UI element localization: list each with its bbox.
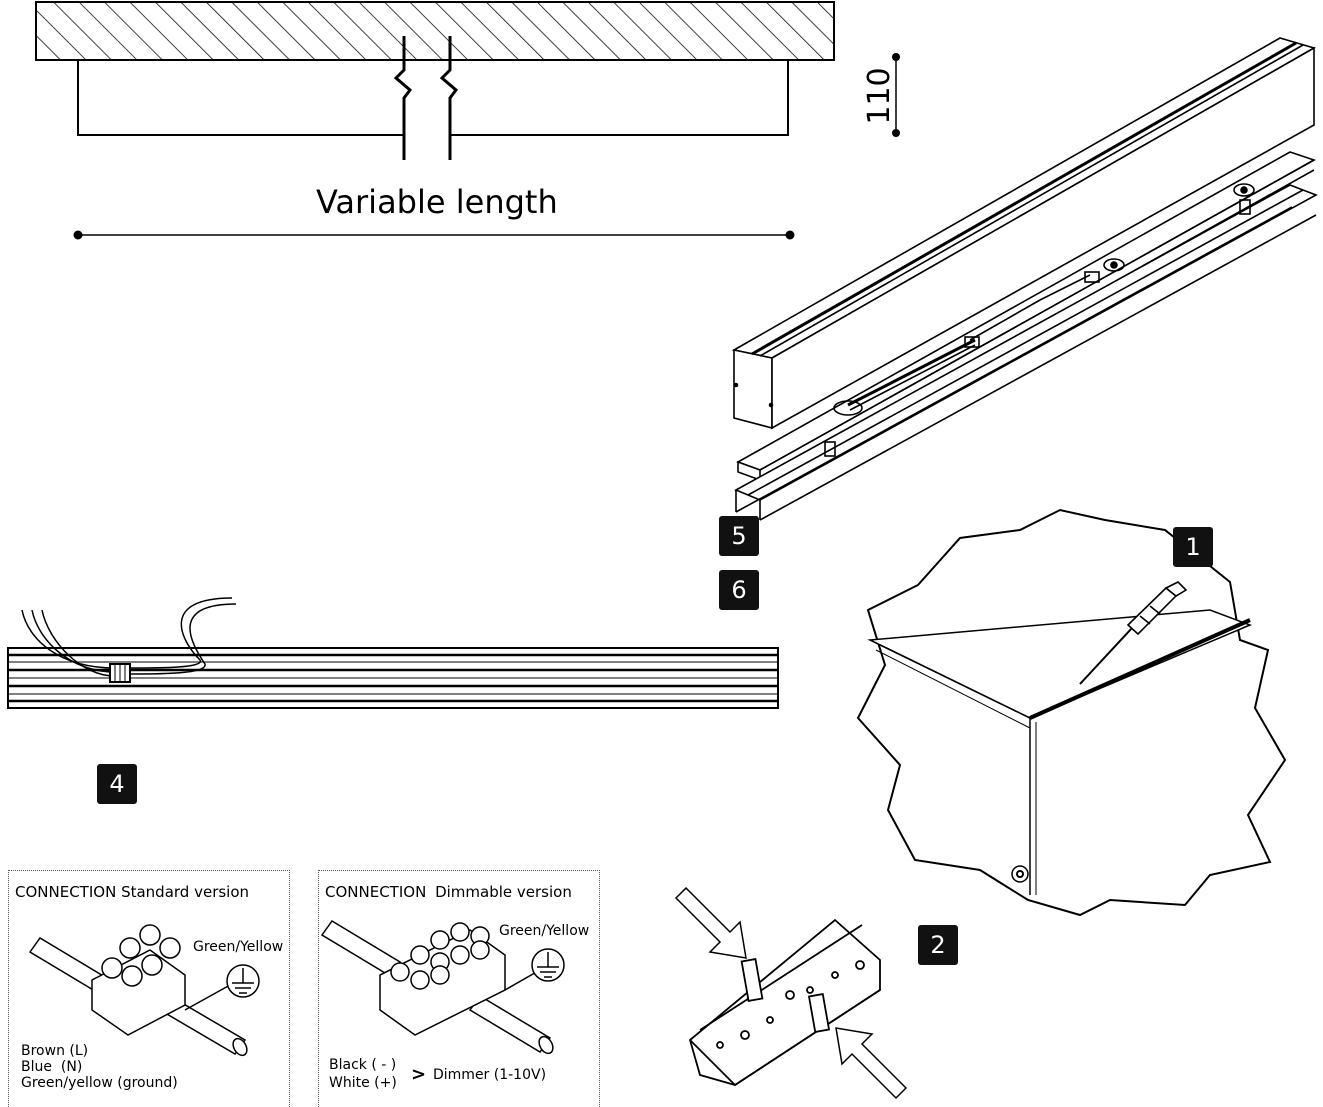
terminal-block-standard <box>28 924 248 1057</box>
dimmer-label: Dimmer (1-10V) <box>433 1067 547 1083</box>
step-badge-1: 1 <box>1173 527 1213 567</box>
screwdriver-icon <box>1079 581 1188 685</box>
height-dimension <box>892 53 900 137</box>
end-cap-detail <box>856 508 1287 917</box>
step-badge-5: 5 <box>719 516 759 556</box>
terminal-screws <box>101 924 181 987</box>
wire-brown-label: Brown (L) <box>21 1043 89 1059</box>
connection-standard-title: CONNECTION <box>15 883 117 901</box>
standard-ground-label: Green/Yellow <box>193 939 284 955</box>
dimmer-arrow: > <box>411 1064 427 1085</box>
step-badge-4: 4 <box>97 764 137 804</box>
connection-standard-subtitle: Standard version <box>121 883 250 901</box>
connection-dimmable-title: CONNECTION <box>325 883 427 901</box>
height-dimension-label: 110 <box>862 67 897 125</box>
wire-white-label: White (+) <box>329 1075 397 1091</box>
wire-black-label: Black ( - ) <box>329 1057 397 1073</box>
connection-standard-box: CONNECTION Standard version Green/Yellow… <box>8 870 290 1107</box>
ceiling-hatch <box>35 1 835 61</box>
luminaire-profile <box>77 36 789 160</box>
wire-blue-label: Blue (N) <box>21 1059 83 1075</box>
ground-symbol-icon-dimmable <box>531 948 565 982</box>
profile-with-cable <box>7 597 779 709</box>
connection-dimmable-box: CONNECTION Dimmable version Green/Yellow… <box>318 870 600 1107</box>
length-dimension-label: Variable length <box>316 183 558 221</box>
clip-detail <box>688 918 881 1086</box>
terminal-block-dimmable <box>320 919 554 1055</box>
wire-ground-label: Green/yellow (ground) <box>21 1075 178 1091</box>
terminal-screws-dimmable <box>390 922 490 990</box>
length-dimension <box>73 230 795 240</box>
dimmable-ground-label: Green/Yellow <box>499 923 590 939</box>
step-badge-6: 6 <box>719 570 759 610</box>
step-badge-2: 2 <box>918 925 958 965</box>
ground-symbol-icon <box>226 964 260 998</box>
connection-dimmable-subtitle: Dimmable version <box>435 883 572 901</box>
press-arrow-icon <box>674 886 908 1100</box>
luminaire-isometric <box>731 37 1318 521</box>
